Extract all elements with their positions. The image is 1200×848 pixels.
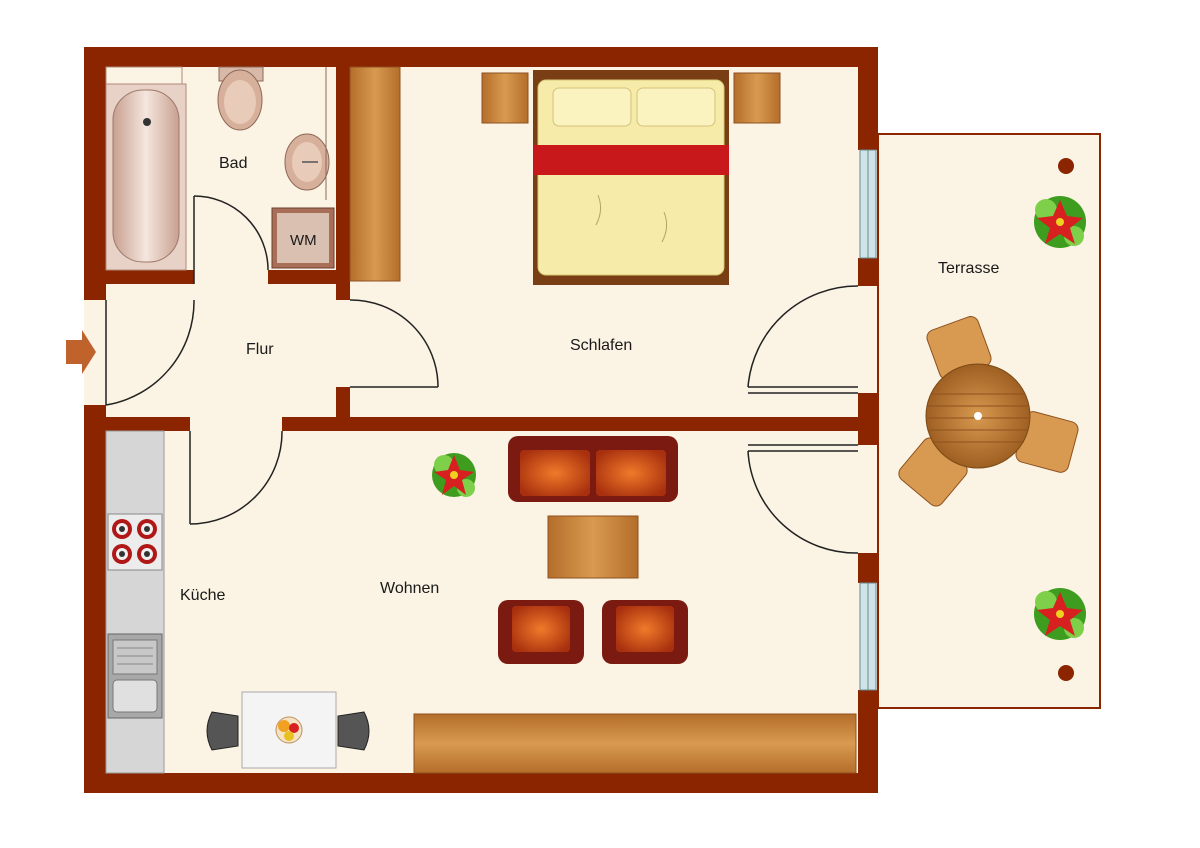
plant-living <box>432 453 476 497</box>
washing-machine: WM <box>271 207 335 269</box>
room-label-kueche: Küche <box>180 587 225 604</box>
coffee-table <box>547 515 639 579</box>
door-bathroom <box>193 195 269 284</box>
room-label-schlafen: Schlafen <box>570 337 632 354</box>
door-terrace-living <box>747 444 859 554</box>
terrace-post-bottom <box>1058 665 1074 681</box>
wardrobe <box>349 66 401 282</box>
nightstand-left <box>481 72 529 124</box>
bathtub <box>105 66 187 271</box>
room-label-terrasse: Terrasse <box>938 260 999 277</box>
terrace-post-top <box>1058 158 1074 174</box>
outer-walls <box>84 47 878 793</box>
stove <box>107 513 163 571</box>
washing-machine-label: WM <box>290 232 317 249</box>
door-kitchen <box>189 430 283 525</box>
sideboard <box>413 713 857 774</box>
fruit-bowl-icon <box>275 716 303 744</box>
armchair-right <box>602 600 688 664</box>
door-entrance <box>105 299 195 406</box>
dining-chair-left <box>206 711 239 751</box>
room-label-wohnen: Wohnen <box>380 580 439 597</box>
patio-table <box>925 363 1031 469</box>
room-label-bad: Bad <box>219 155 247 172</box>
door-terrace-bedroom <box>747 285 859 394</box>
sink <box>284 133 330 191</box>
window-bedroom <box>859 149 877 259</box>
kitchen-sink <box>107 633 163 719</box>
door-bedroom <box>349 299 439 388</box>
entrance-arrow-icon <box>66 330 96 374</box>
dining-chair-right <box>337 711 370 751</box>
sofa <box>508 436 678 502</box>
room-label-flur: Flur <box>246 341 274 358</box>
interior-walls <box>84 67 878 431</box>
kitchen-counter <box>105 430 165 774</box>
double-bed <box>533 70 729 285</box>
plant-terrace-top <box>1034 196 1086 248</box>
window-living <box>859 582 877 691</box>
nightstand-right <box>733 72 781 124</box>
armchair-left <box>498 600 584 664</box>
plant-terrace-bottom <box>1034 588 1086 640</box>
toilet <box>217 66 264 131</box>
